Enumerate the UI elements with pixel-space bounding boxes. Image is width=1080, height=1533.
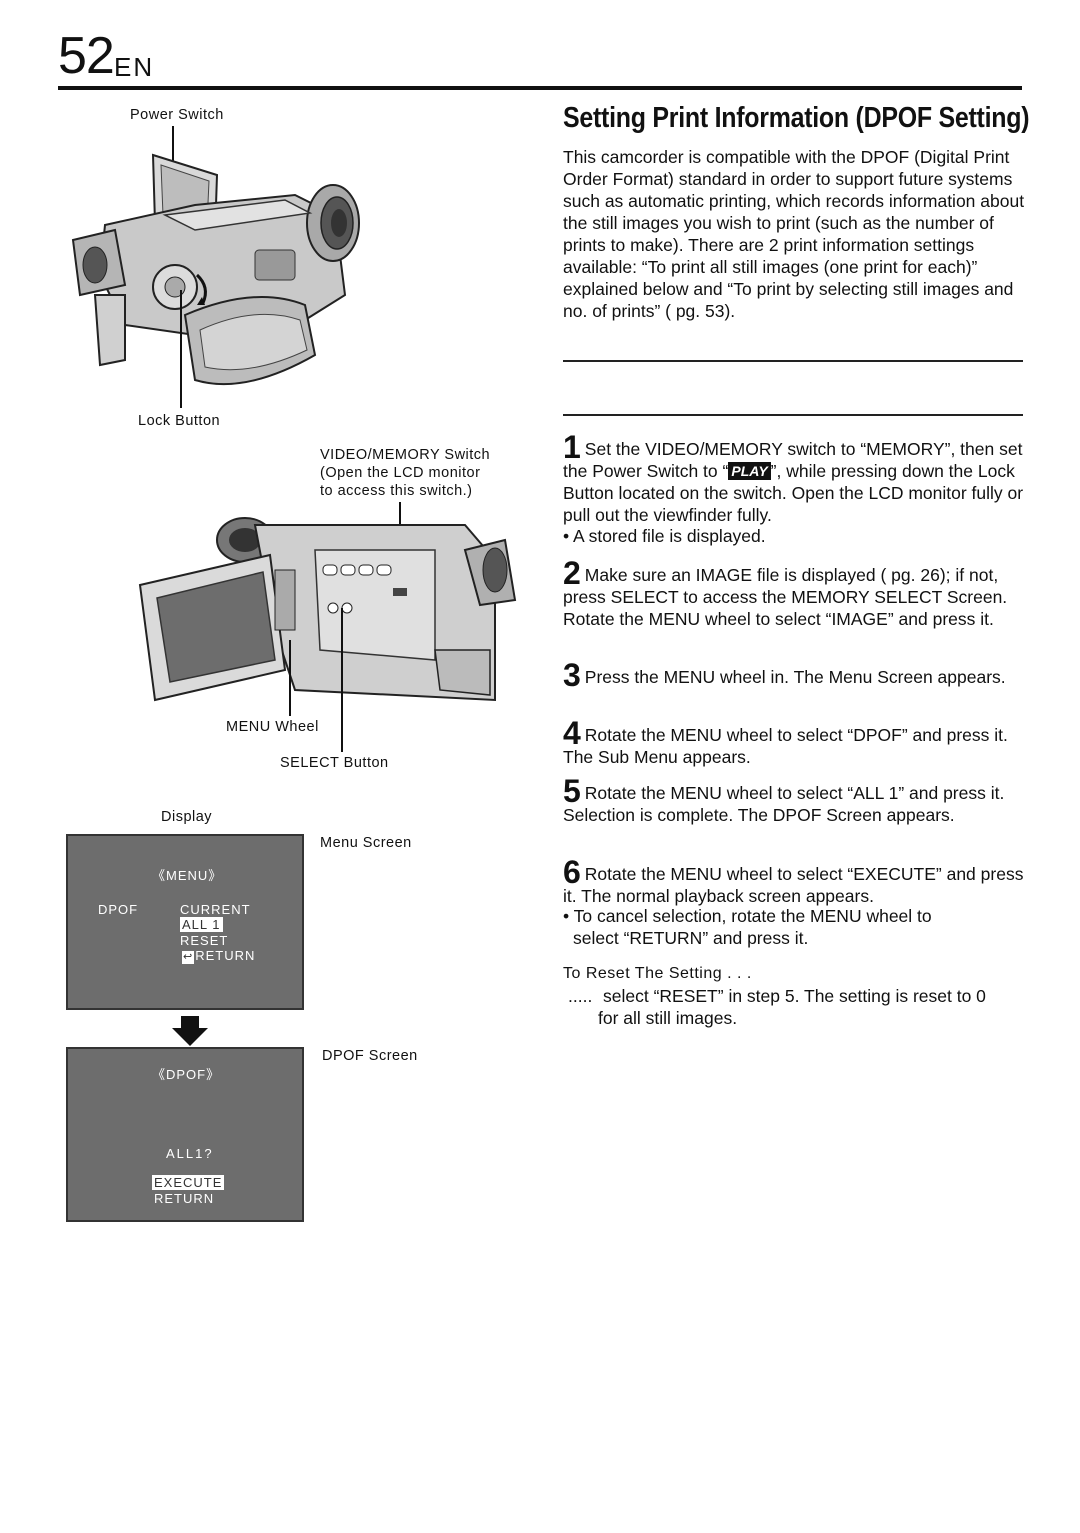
dpof-question: ALL1?: [166, 1146, 214, 1161]
reset-line1: select “RESET” in step 5. The setting is…: [603, 986, 986, 1006]
dpof-screen: 《DPOF》 ALL1? EXECUTE RETURN: [66, 1047, 304, 1222]
reset-line2: for all still images.: [598, 1008, 738, 1028]
menu-screen: 《MENU》 DPOF CURRENT ALL 1 RESET ↩RETURN: [66, 834, 304, 1010]
step-text: Rotate the MENU wheel to select “ALL 1” …: [563, 783, 1005, 825]
page-number: 52: [58, 27, 115, 85]
menu-wheel-label: MENU Wheel: [226, 719, 319, 735]
execute-highlight: EXECUTE: [152, 1175, 225, 1190]
return-arrow-icon: ↩: [182, 951, 195, 964]
page-title: Setting Print Information (DPOF Setting): [563, 102, 1030, 134]
reset-heading: To Reset The Setting . . .: [563, 965, 752, 982]
page-language: EN: [114, 52, 155, 82]
display-label: Display: [161, 809, 213, 825]
reset-dots: .....: [568, 986, 593, 1006]
menu-all1-highlight: ALL 1: [180, 917, 223, 932]
section-rule-bottom: [563, 414, 1023, 416]
step-number: 5: [563, 773, 581, 809]
step-number: 1: [563, 429, 581, 465]
camcorder-side-illustration: [138, 517, 517, 702]
intro-paragraph: This camcorder is compatible with the DP…: [563, 147, 1025, 321]
select-button-leader: [341, 608, 343, 752]
step-text: Press the MENU wheel in. The Menu Screen…: [584, 667, 1006, 687]
video-memory-label-2: (Open the LCD monitor: [320, 465, 481, 481]
camcorder-top-illustration: [71, 153, 360, 386]
stored-file-note: • A stored file is displayed.: [563, 526, 766, 546]
dpof-screen-label: DPOF Screen: [322, 1048, 418, 1064]
video-memory-label-1: VIDEO/MEMORY Switch: [320, 447, 491, 463]
dpof-screen-header: 《DPOF》: [152, 1067, 221, 1082]
down-arrow-icon: [172, 1016, 208, 1046]
section-rule-top: [563, 360, 1023, 362]
lock-button-label: Lock Button: [138, 413, 221, 429]
step-text: Rotate the MENU wheel to select “EXECUTE…: [563, 864, 1024, 906]
play-mode-badge: PLAY: [728, 462, 771, 480]
lock-button-leader: [180, 290, 182, 408]
menu-item-current: CURRENT: [180, 902, 251, 917]
step-text: ”, while pressing down the Lock Button l…: [563, 461, 1024, 525]
cancel-note-line1: • To cancel selection, rotate the MENU w…: [563, 906, 932, 926]
dpof-return: RETURN: [154, 1191, 215, 1206]
select-button-label: SELECT Button: [280, 755, 389, 771]
step-number: 3: [563, 657, 581, 693]
step-text: Make sure an IMAGE file is displayed ( p…: [563, 565, 1008, 629]
menu-wheel-leader: [289, 640, 291, 716]
menu-item-reset: RESET: [180, 933, 229, 948]
video-memory-label-3: to access this switch.): [320, 483, 473, 499]
menu-item-all1: ALL 1: [180, 917, 223, 932]
step-text: Set the VIDEO/MEMORY switch to “MEMORY”,…: [563, 439, 1023, 481]
menu-item-return: ↩RETURN: [182, 948, 256, 964]
step-number: 6: [563, 854, 581, 890]
step-number: 2: [563, 555, 581, 591]
menu-item-dpof: DPOF: [98, 902, 139, 917]
step-text: Rotate the MENU wheel to select “DPOF” a…: [563, 725, 1008, 767]
header-rule: [58, 86, 1022, 90]
cancel-note-line2: select “RETURN” and press it.: [573, 928, 809, 948]
menu-screen-label: Menu Screen: [320, 835, 412, 851]
menu-screen-header: 《MENU》: [152, 868, 223, 883]
power-switch-label: Power Switch: [130, 107, 224, 123]
dpof-execute: EXECUTE: [152, 1175, 225, 1190]
step-number: 4: [563, 715, 581, 751]
